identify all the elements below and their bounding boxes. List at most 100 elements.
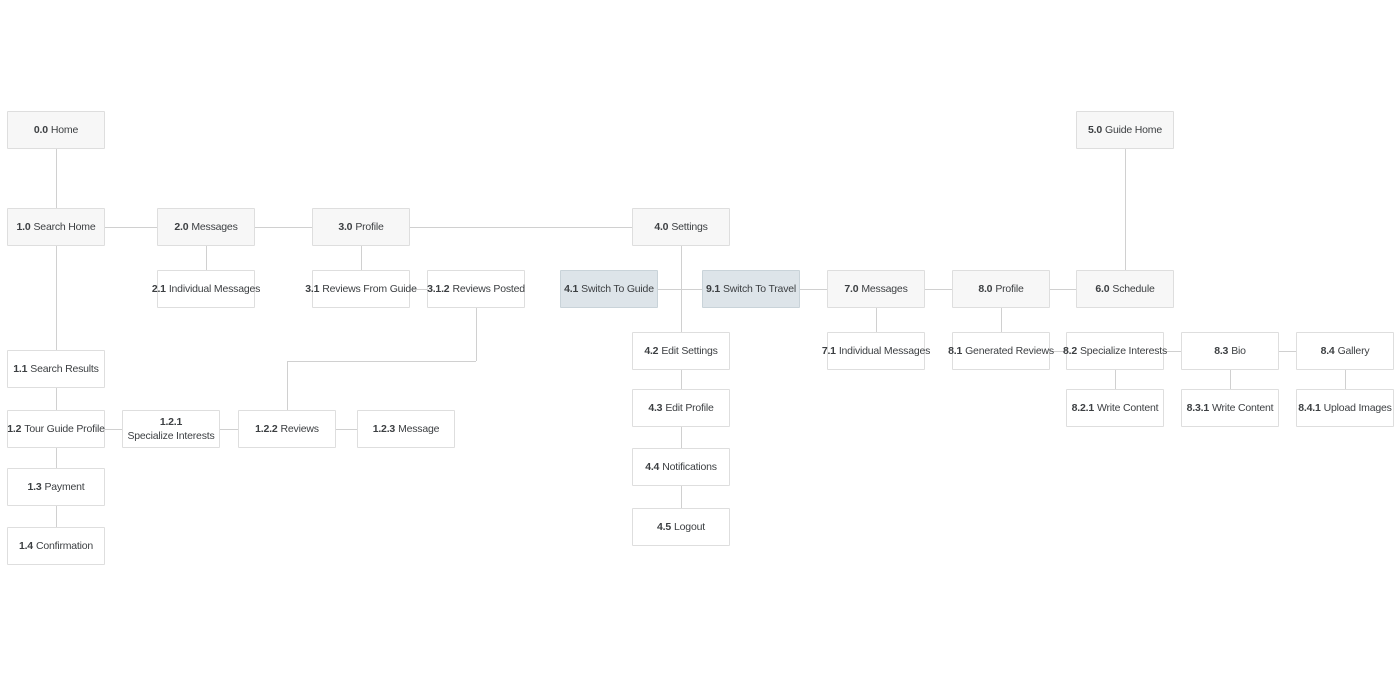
node-label: Edit Profile (665, 402, 714, 414)
connector-line (56, 149, 57, 208)
node-number: 4.5 (657, 521, 672, 533)
connector-line (206, 246, 207, 270)
node-number: 3.1.2 (427, 283, 450, 295)
node-label: Profile (995, 283, 1024, 295)
connector-line (56, 506, 57, 527)
node-number: 8.4.1 (1298, 402, 1321, 414)
node-number: 8.1 (948, 345, 963, 357)
node-number: 2.1 (151, 283, 166, 295)
connector-line (1345, 370, 1346, 389)
node-label: Search Home (33, 221, 96, 233)
connector-line (800, 289, 827, 290)
node-label: Gallery (1337, 345, 1370, 357)
connector-line (658, 289, 702, 290)
node-label: Logout (674, 521, 705, 533)
connector-line (56, 246, 57, 350)
node-label: Switch To Travel (722, 283, 797, 295)
connector-line (476, 308, 477, 361)
connector-line (1050, 289, 1076, 290)
node-label: Reviews From Guide (322, 283, 417, 295)
node-number: 2.0 (174, 221, 189, 233)
connector-line (410, 289, 427, 290)
node-number: 1.1 (13, 363, 28, 375)
connector-line (1279, 351, 1296, 352)
connector-line (56, 448, 57, 468)
node-label: Tour Guide Profile (24, 423, 105, 435)
node-number: 1.0 (16, 221, 31, 233)
connector-line (287, 361, 288, 410)
node-label: Notifications (662, 461, 717, 473)
node-label: Reviews Posted (452, 283, 525, 295)
connector-line (1001, 308, 1002, 332)
node-label: Upload Images (1323, 402, 1392, 414)
node-number: 8.0 (978, 283, 993, 295)
node-label: Write Content (1096, 402, 1159, 414)
node-label: Payment (44, 481, 85, 493)
node-number: 0.0 (33, 124, 48, 136)
node-label: Messages (191, 221, 238, 233)
node-label: Specialize Interests (1079, 345, 1168, 357)
connector-line (105, 429, 122, 430)
node-number: 1.2.2 (255, 423, 278, 435)
node-number: 4.2 (644, 345, 659, 357)
connector-line (876, 308, 877, 332)
node-number: 7.0 (844, 283, 859, 295)
node-label: Home (50, 124, 79, 136)
node-number: 8.2.1 (1071, 402, 1095, 414)
node-number: 4.0 (654, 221, 669, 233)
connector-line (336, 429, 357, 430)
node-number: 1.3 (27, 481, 42, 493)
node-label: Specialize Interests (127, 430, 215, 442)
node-number: 8.3.1 (1186, 402, 1210, 414)
connector-line (1115, 370, 1116, 389)
node-number: 9.1 (705, 283, 720, 295)
node-label: Confirmation (35, 540, 94, 552)
connector-line (220, 429, 238, 430)
node-label: Reviews (280, 423, 319, 435)
node-number: 6.0 (1095, 283, 1110, 295)
connector-line (255, 227, 312, 228)
node-number: 4.1 (564, 283, 579, 295)
node-label: Search Results (30, 363, 99, 375)
node-number: 8.2 (1062, 345, 1077, 357)
connector-line (681, 486, 682, 508)
node-number: 1.2.3 (372, 423, 396, 435)
node-label: Guide Home (1105, 124, 1162, 136)
connector-line (1050, 351, 1066, 352)
node-number: 1.2 (7, 423, 22, 435)
